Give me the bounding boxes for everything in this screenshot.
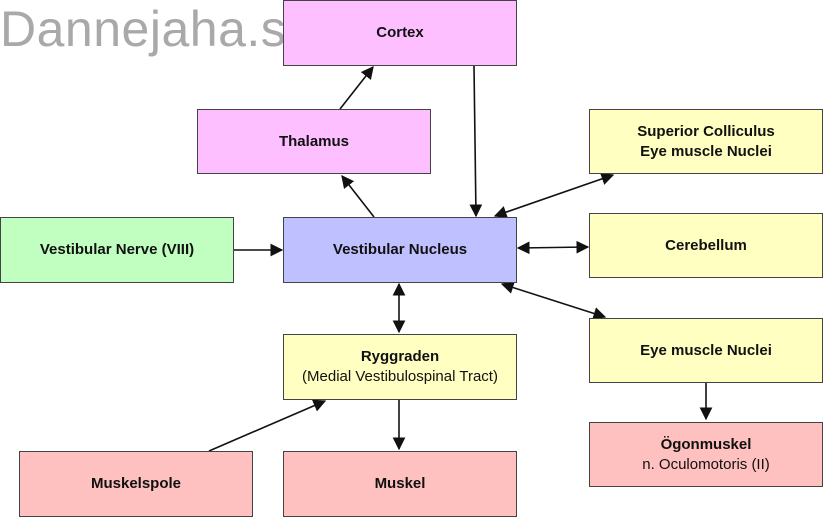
node-cerebellum-label: Cerebellum — [665, 236, 747, 254]
node-vestibular-nucleus: Vestibular Nucleus — [283, 217, 517, 283]
node-superior-colliculus: Superior Colliculus Eye muscle Nuclei — [589, 109, 823, 174]
arrow-muskelspole-to-ryggraden — [208, 399, 327, 452]
arrow-nucleus-to-thalamus — [341, 174, 375, 218]
node-muskelspole: Muskelspole — [19, 451, 253, 517]
node-cortex-label: Cortex — [376, 24, 424, 41]
node-ryggraden-sub: (Medial Vestibulospinal Tract) — [302, 368, 498, 385]
node-thalamus: Thalamus — [197, 109, 431, 174]
arrow-thalamus-to-cortex — [339, 65, 374, 110]
node-eye-muscle-nuclei-label: Eye muscle Nuclei — [640, 341, 772, 359]
node-vestibular-nerve-label: Vestibular Nerve (VIII) — [39, 241, 195, 258]
node-vestibular-nerve: Vestibular Nerve (VIII) — [0, 217, 234, 283]
node-ogonmuskel-label: Ögonmuskel — [660, 435, 752, 453]
arrow-nucleus-cerebellum — [516, 240, 590, 255]
node-muskel: Muskel — [283, 451, 517, 517]
node-ryggraden: Ryggraden (Medial Vestibulospinal Tract) — [283, 334, 517, 400]
arrow-nucleus-eye-nuclei — [500, 281, 607, 320]
node-ogonmuskel: Ögonmuskel n. Oculomotoris (II) — [589, 422, 823, 487]
node-thalamus-label: Thalamus — [278, 132, 350, 150]
node-superior-colliculus-label: Superior Colliculus — [637, 122, 775, 140]
watermark-logo: Dannejaha.se — [0, 1, 315, 57]
arrow-cortex-to-nucleus — [469, 65, 483, 218]
node-vestibular-nucleus-label: Vestibular Nucleus — [332, 241, 468, 258]
node-cerebellum: Cerebellum — [589, 213, 823, 278]
node-ryggraden-label: Ryggraden — [360, 348, 440, 365]
node-superior-colliculus-sub: Eye muscle Nuclei — [640, 142, 772, 160]
node-muskel-label: Muskel — [374, 475, 426, 492]
node-muskelspole-label: Muskelspole — [90, 475, 182, 492]
arrow-nucleus-colliculus — [493, 172, 615, 219]
node-eye-muscle-nuclei: Eye muscle Nuclei — [589, 318, 823, 383]
node-ogonmuskel-sub: n. Oculomotoris (II) — [642, 455, 770, 473]
node-cortex: Cortex — [283, 0, 517, 66]
